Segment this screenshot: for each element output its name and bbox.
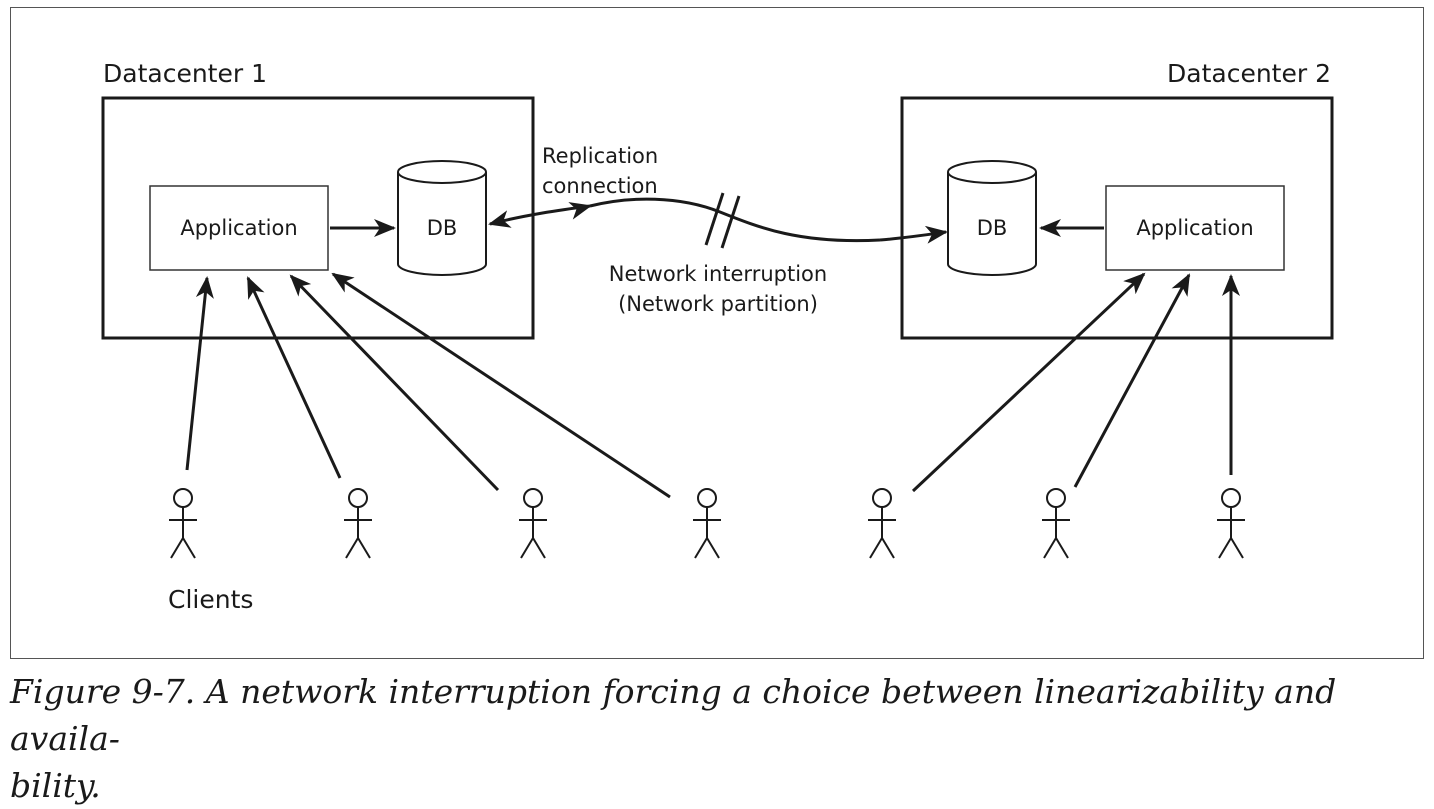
interruption-label-line2: (Network partition) (618, 292, 818, 316)
client-7-person-icon (1217, 488, 1245, 559)
db-1-label: DB (427, 216, 458, 240)
replication-label-line1: Replication (542, 144, 658, 168)
client-1-person-icon (169, 488, 197, 559)
datacenter-1-label: Datacenter 1 (103, 59, 267, 88)
datacenter-1: Datacenter 1 Application DB (101, 59, 535, 340)
client-2-arrow (246, 276, 342, 479)
replication-connection: Replication connection Network interrupt… (488, 144, 948, 316)
datacenter-1-box (101, 96, 535, 340)
caption-text-2: bility. (10, 766, 101, 805)
application-1-label: Application (180, 216, 297, 240)
replication-arrow-db1 (488, 204, 591, 228)
client-4-person-icon (693, 488, 721, 559)
replication-line-left (568, 197, 881, 243)
clients (169, 488, 1245, 559)
client-1-arrow (185, 276, 214, 471)
db-2-label: DB (977, 216, 1008, 240)
client-4-arrow (331, 272, 671, 499)
client-6-person-icon (1042, 488, 1070, 559)
client-2-person-icon (344, 488, 372, 559)
client-5-person-icon (868, 488, 896, 559)
client-6-arrow (1073, 273, 1191, 488)
client-5-arrow (911, 272, 1146, 493)
replication-arrow-db2 (879, 225, 948, 244)
break-mark-2 (720, 195, 741, 249)
break-mark-1 (704, 192, 725, 246)
client-3-person-icon (519, 488, 547, 559)
caption-prefix: Figure 9-7. (10, 672, 196, 711)
caption-text: A network interruption forcing a choice … (10, 672, 1337, 758)
figure-caption: Figure 9-7. A network interruption forci… (10, 668, 1424, 809)
application-2-label: Application (1136, 216, 1253, 240)
datacenter-2-box (900, 96, 1334, 340)
diagram-canvas: Datacenter 1 Application DB Datacenter 2… (101, 59, 1334, 614)
datacenter-2: Datacenter 2 Application DB (900, 59, 1334, 340)
application-1-box (149, 185, 329, 271)
db-2-cylinder (947, 160, 1037, 276)
db-1-cylinder (397, 160, 487, 276)
figure-frame (10, 7, 1424, 659)
client-arrows (185, 272, 1240, 499)
replication-label-line2: connection (542, 174, 658, 198)
application-2-box (1105, 185, 1285, 271)
client-3-arrow (289, 274, 500, 492)
interruption-label-line1: Network interruption (609, 262, 827, 286)
datacenter-2-label: Datacenter 2 (1167, 59, 1331, 88)
clients-label: Clients (168, 585, 253, 614)
